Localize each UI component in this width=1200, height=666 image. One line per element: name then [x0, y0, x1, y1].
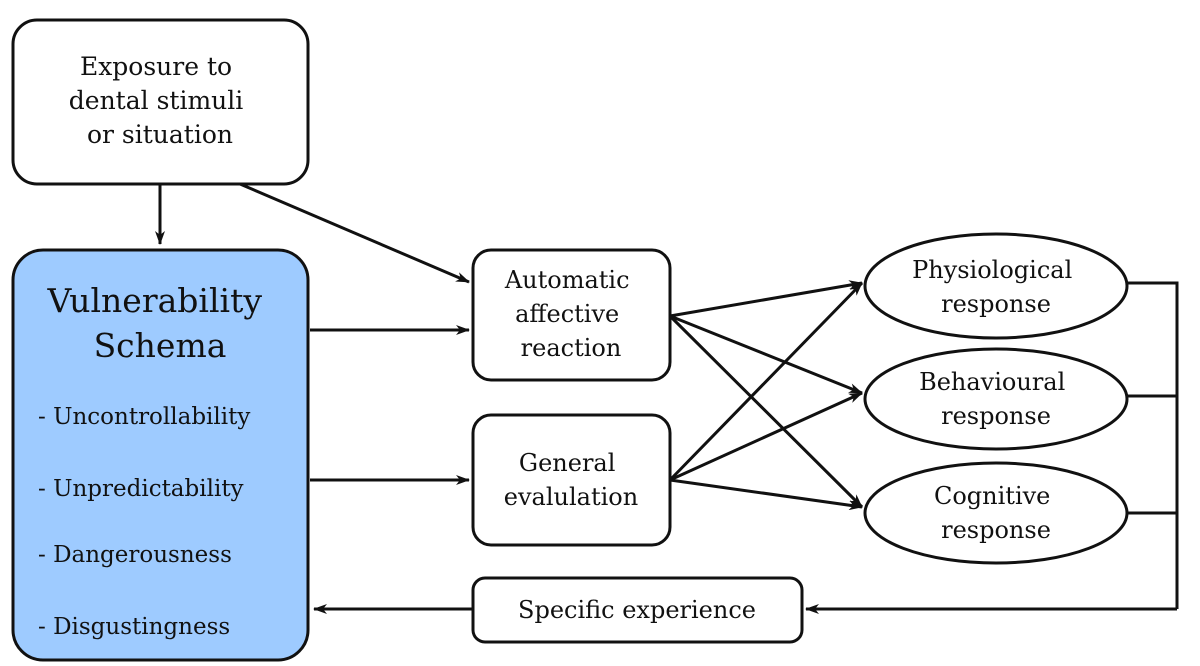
general-line-1: General [519, 449, 616, 477]
edge-exposure-to-automatic [239, 182, 470, 284]
svg-text:Specific experience: Specific experience [518, 596, 756, 624]
svg-text:Automatic affective: Automatic affective reaction [504, 266, 637, 362]
node-general-evaluation: General evalulation [471, 413, 672, 547]
node-automatic-affective-reaction: Automatic affective reaction [471, 248, 672, 382]
edge-automatic-to-physiological [669, 280, 863, 318]
svg-text:Cognitive response: Cognitive response [934, 482, 1058, 544]
edge-general-to-behavioural [669, 391, 863, 482]
node-specific-experience: Specific experience [471, 576, 804, 644]
cognitive-line-1: Cognitive [934, 482, 1050, 510]
svg-text:Behavioural response: Behavioural response [919, 368, 1073, 430]
edge-automatic-to-cognitive [668, 314, 864, 509]
schema-item-disgustingness: - Disgustingness [38, 614, 230, 640]
schema-item-uncontrollability: - Uncontrollability [38, 404, 250, 430]
exposure-line-1: Exposure to [80, 52, 232, 81]
svg-text:General evalulation: General evalulation [504, 449, 638, 511]
automatic-line-3: reaction [521, 334, 622, 362]
general-line-2: evalulation [504, 483, 638, 511]
node-behavioural-response: Behavioural response [863, 347, 1129, 451]
schema-title-line-1: Vulnerability [47, 281, 263, 320]
svg-text:Exposure to dental stimu: Exposure to dental stimuli or situation [69, 52, 251, 149]
cognitive-line-2: response [941, 516, 1051, 544]
schema-item-dangerousness: - Dangerousness [38, 542, 232, 568]
behavioural-line-2: response [941, 402, 1051, 430]
edge-general-to-physiological [668, 281, 864, 482]
schema-item-unpredictability: - Unpredictability [38, 476, 244, 502]
exposure-line-2: dental stimuli [69, 86, 243, 115]
physiological-line-2: response [941, 290, 1051, 318]
schema-title: Vulnerability Schema [47, 281, 273, 365]
schema-box [11, 248, 310, 662]
node-vulnerability-schema: Vulnerability Schema - Uncontrollability… [11, 248, 310, 662]
specific-line-1: Specific experience [518, 596, 756, 624]
schema-item-list: - Uncontrollability - Unpredictability -… [38, 404, 258, 640]
schema-title-line-2: Schema [94, 326, 227, 365]
behavioural-line-1: Behavioural [919, 368, 1065, 396]
automatic-line-2: affective [515, 300, 619, 328]
automatic-line-1: Automatic [504, 266, 630, 294]
node-exposure: Exposure to dental stimuli or situation [11, 18, 310, 186]
exposure-line-3: or situation [87, 120, 233, 149]
node-cognitive-response: Cognitive response [863, 461, 1129, 565]
svg-text:Physiological response: Physiological response [912, 256, 1080, 318]
edge-responses-collector [1127, 281, 1179, 609]
edge-general-to-cognitive [669, 478, 863, 511]
physiological-line-1: Physiological [912, 256, 1072, 284]
node-physiological-response: Physiological response [863, 232, 1129, 340]
edge-automatic-to-behavioural [669, 314, 863, 395]
